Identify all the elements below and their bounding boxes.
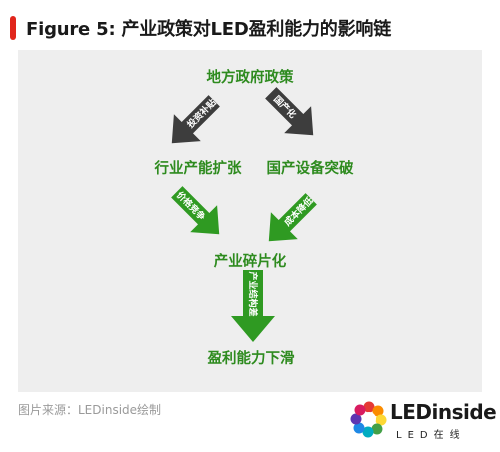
arrow-label-structure: 产业结构差: [247, 271, 259, 316]
node-profit-decline: 盈利能力下滑: [207, 351, 295, 367]
arrow-policy-to-expansion: 投资补贴: [171, 95, 220, 144]
node-local-policy: 地方政府政策: [206, 70, 294, 86]
arrow-label-cost-reduction: 成本降低: [282, 195, 316, 229]
source-caption: 图片来源：LEDinside绘制: [18, 403, 162, 417]
title-bar: Figure 5: 产业政策对LED盈利能力的影响链: [10, 14, 391, 42]
logo-wordmark: LEDinside: [390, 400, 497, 424]
arrow-policy-to-equipment: 国产化: [265, 87, 314, 136]
arrow-label-subsidy: 投资补贴: [185, 97, 219, 131]
node-fragmentation: 产业碎片化: [213, 254, 287, 270]
arrow-equipment-to-fragmentation: 成本降低: [268, 193, 317, 242]
node-domestic-equipment: 国产设备突破: [266, 161, 354, 177]
node-industry-expansion: 行业产能扩张: [154, 161, 242, 177]
arrow-fragmentation-to-profit: 产业结构差: [231, 270, 275, 342]
title-accent-mark: [10, 16, 16, 40]
logo-subtitle: LED在线: [396, 430, 466, 441]
ledinside-logo: LEDinside LED在线: [352, 396, 497, 446]
arrow-label-price-competition: 价格竞争: [174, 189, 208, 223]
arrow-expansion-to-fragmentation: 价格竞争: [171, 186, 220, 235]
ledinside-logo-mark: [350, 401, 387, 438]
figure-title: Figure 5: 产业政策对LED盈利能力的影响链: [26, 19, 392, 40]
